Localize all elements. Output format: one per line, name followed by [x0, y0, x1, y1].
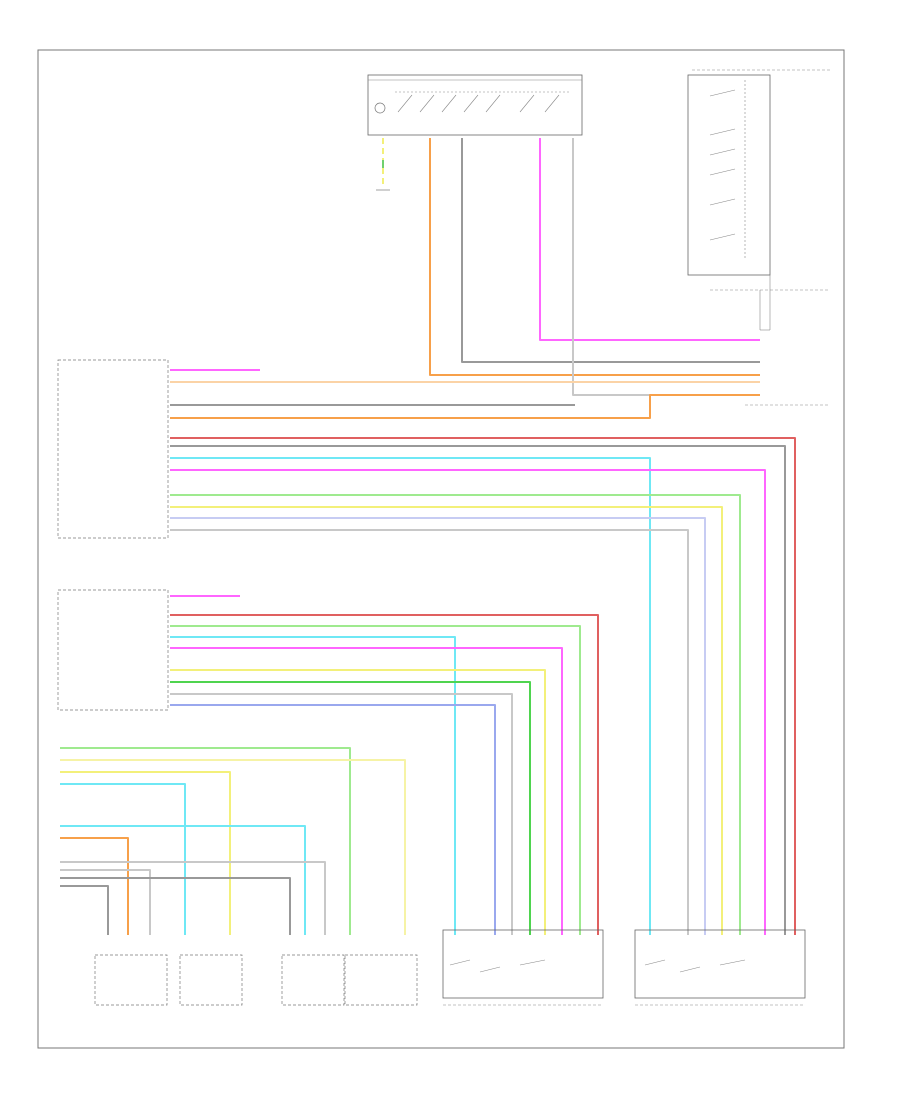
passenger-door-module-box [57, 589, 169, 711]
wire-blue-pas-9 [170, 704, 496, 935]
wire-grey-top-b [572, 138, 760, 396]
wire-red-drv-5 [170, 437, 796, 935]
wire-grey-low-10 [60, 885, 109, 935]
wire-lgreen-drv-9 [170, 494, 741, 935]
wire-grey-low-8 [60, 869, 151, 935]
wire-pink-drv-8 [170, 469, 766, 935]
wire-grey-drv-12 [170, 529, 689, 935]
wire-yellow-low-3 [60, 771, 231, 935]
wire-lgreen-low-1 [60, 747, 351, 935]
wire-pink-pas-5 [170, 647, 563, 935]
driver-door-module-box [57, 359, 169, 539]
wire-green-pas-7 [170, 681, 531, 935]
wire-cyan-pas-4 [170, 636, 456, 935]
right-connector-block [745, 275, 830, 406]
wire-grey-low-7 [60, 861, 326, 935]
wire-orange-top [429, 138, 760, 376]
wire-grey-top-a [461, 138, 760, 363]
wire-yellow-pas-6 [170, 669, 546, 935]
mirror-switch-top [367, 74, 583, 136]
ground-symbol [376, 138, 390, 191]
wire-orange-drv-4 [170, 394, 760, 419]
wire-harness [60, 138, 796, 935]
wire-cyan-drv-7 [170, 457, 651, 935]
diagram-frame [37, 49, 845, 1049]
wire-pink-top [539, 138, 760, 341]
wire-lblue-drv-11 [170, 517, 706, 935]
bottom-components [94, 929, 806, 1006]
mirror-select-switch [687, 69, 830, 291]
wire-yellow-drv-10 [170, 506, 723, 935]
wire-orange-low-6 [60, 837, 129, 935]
wire-red-pas-2 [170, 614, 599, 935]
wire-grey-pas-8 [170, 693, 513, 935]
wire-lgreen-pas-3 [170, 625, 581, 935]
wire-orange-low-2 [60, 759, 406, 935]
wire-cyan-low-5 [60, 825, 306, 935]
wire-grey-drv-6 [170, 445, 786, 935]
wire-cyan-low-4 [60, 783, 186, 935]
wire-grey-low-9 [60, 877, 291, 935]
